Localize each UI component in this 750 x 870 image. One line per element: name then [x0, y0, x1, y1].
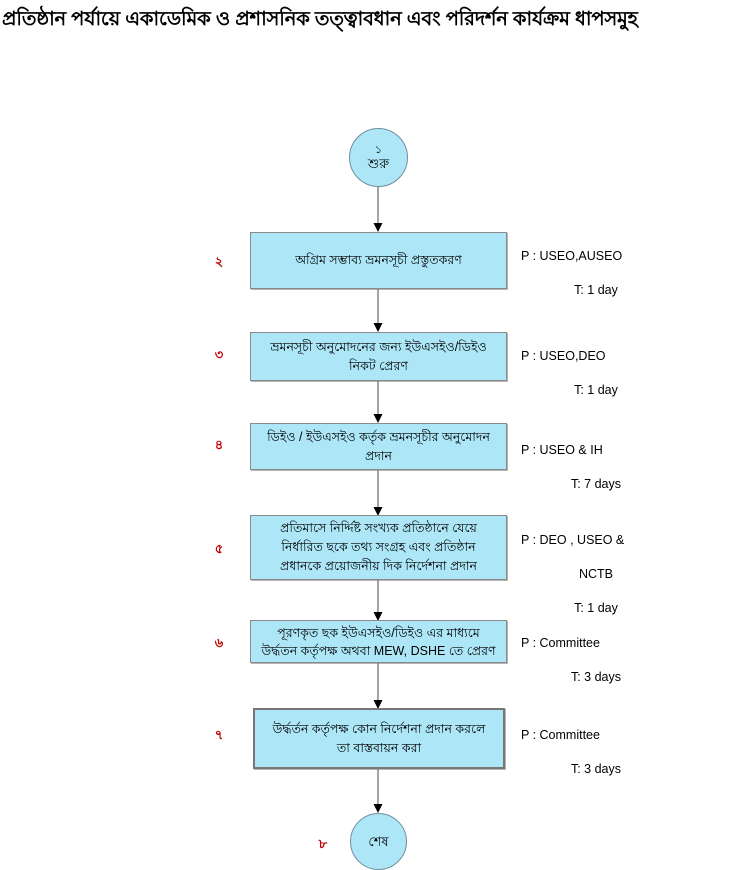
process-box-5-line-1: প্রতিমাসে নির্দ্দিষ্ট সংখ্যক প্রতিষ্ঠানে…: [280, 521, 477, 535]
process-box-4-line-2: প্রদান: [365, 448, 392, 463]
process-box-6-text: পূরণকৃত ছক ইউএসইও/ডিইও এর মাধ্যমে উর্দ্ধ…: [255, 624, 501, 660]
side-note-4-time: T: 7 days: [570, 477, 622, 491]
side-note-5-time: T: 1 day: [574, 601, 618, 615]
process-box-6[interactable]: পূরণকৃত ছক ইউএসইও/ডিইও এর মাধ্যমে উর্দ্ধ…: [250, 620, 507, 663]
side-note-7-responsible: P : Committee: [521, 728, 600, 742]
side-note-4-responsible: P : USEO & IH: [521, 443, 603, 457]
side-note-2: P : USEO,AUSEO T: 1 day: [521, 231, 671, 316]
process-box-3-line-1: ভ্রমনসূচী অনুমোদনের জন্য ইউএসইও/ডিইও: [270, 339, 487, 354]
side-note-3-responsible: P : USEO,DEO: [521, 349, 606, 363]
process-box-3[interactable]: ভ্রমনসূচী অনুমোদনের জন্য ইউএসইও/ডিইও নিক…: [250, 332, 507, 381]
side-note-6: P : Committee T: 3 days: [521, 618, 671, 703]
process-box-5-line-2: নির্ধারিত ছকে তথ্য সংগ্রহ এবং প্রতিষ্ঠান: [281, 540, 476, 554]
side-note-5-responsible-cont: NCTB: [578, 567, 614, 581]
page-title: প্রতিষ্ঠান পর্যায়ে একাডেমিক ও প্রশাসনিক…: [2, 8, 638, 30]
side-note-2-time: T: 1 day: [574, 283, 618, 297]
side-note-5: P : DEO , USEO & NCTB T: 1 day: [521, 515, 671, 634]
process-box-7-line-2: তা বাস্তবায়ন করা: [336, 740, 422, 755]
side-note-2-responsible: P : USEO,AUSEO: [521, 249, 623, 263]
start-node[interactable]: ১ শুরু: [349, 128, 408, 187]
process-box-5[interactable]: প্রতিমাসে নির্দ্দিষ্ট সংখ্যক প্রতিষ্ঠানে…: [250, 515, 507, 580]
process-box-2-text: অগ্রিম সম্ভাব্য ভ্রমনসূচী প্রস্তুতকরণ: [289, 251, 468, 270]
step-number-8: ৮: [318, 836, 328, 851]
side-note-5-responsible: P : DEO , USEO &: [521, 533, 625, 547]
step-number-6: ৬: [214, 635, 224, 650]
step-number-2: ২: [214, 254, 224, 269]
process-box-4[interactable]: ডিইও / ইউএসইও কর্তৃক ভ্রমনসূচীর অনুমোদন …: [250, 423, 507, 470]
side-note-7: P : Committee T: 3 days: [521, 710, 671, 795]
process-box-5-line-3: প্রধানকে প্রয়োজনীয় দিক নির্দেশনা প্রদা…: [280, 559, 477, 573]
step-number-5: ৫: [214, 541, 224, 556]
start-node-label: শুরু: [367, 155, 390, 171]
process-box-4-text: ডিইও / ইউএসইও কর্তৃক ভ্রমনসূচীর অনুমোদন …: [261, 428, 496, 466]
side-note-4: P : USEO & IH T: 7 days: [521, 425, 671, 510]
end-node-label: শেষ: [368, 834, 389, 849]
side-note-6-time: T: 3 days: [570, 670, 622, 684]
step-number-4: ৪: [214, 437, 224, 452]
side-note-6-responsible: P : Committee: [521, 636, 600, 650]
start-node-number: ১: [374, 143, 383, 156]
side-note-3-time: T: 1 day: [574, 383, 618, 397]
step-number-3: ৩: [214, 347, 224, 362]
process-box-2[interactable]: অগ্রিম সম্ভাব্য ভ্রমনসূচী প্রস্তুতকরণ: [250, 232, 507, 289]
side-note-3: P : USEO,DEO T: 1 day: [521, 331, 671, 416]
process-box-4-line-1: ডিইও / ইউএসইও কর্তৃক ভ্রমনসূচীর অনুমোদন: [267, 429, 490, 444]
process-box-6-line-1: পূরণকৃত ছক ইউএসইও/ডিইও এর মাধ্যমে: [277, 625, 480, 640]
process-box-3-line-2: নিকট প্রেরণ: [349, 358, 408, 373]
end-node[interactable]: শেষ: [350, 813, 407, 870]
process-box-7-text: উর্দ্ধর্তন কর্তৃপক্ষ কোন নির্দেশনা প্রদা…: [267, 720, 492, 758]
side-note-7-time: T: 3 days: [570, 762, 622, 776]
process-box-3-text: ভ্রমনসূচী অনুমোদনের জন্য ইউএসইও/ডিইও নিক…: [264, 338, 492, 376]
process-box-5-text: প্রতিমাসে নির্দ্দিষ্ট সংখ্যক প্রতিষ্ঠানে…: [274, 519, 483, 576]
process-box-7-line-1: উর্দ্ধর্তন কর্তৃপক্ষ কোন নির্দেশনা প্রদা…: [272, 721, 486, 736]
step-number-7: ৭: [214, 727, 224, 742]
process-box-2-line-1: অগ্রিম সম্ভাব্য ভ্রমনসূচী প্রস্তুতকরণ: [295, 253, 462, 267]
process-box-7[interactable]: উর্দ্ধর্তন কর্তৃপক্ষ কোন নির্দেশনা প্রদা…: [253, 708, 505, 769]
process-box-6-line-2: উর্দ্ধতন কর্তৃপক্ষ অথবা MEW, DSHE তে প্র…: [261, 643, 496, 658]
